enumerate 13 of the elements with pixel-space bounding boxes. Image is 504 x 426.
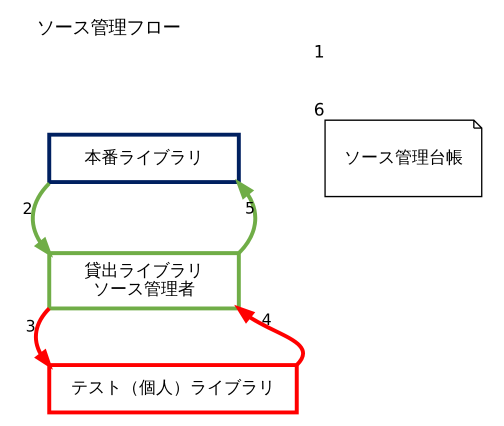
arrow [234, 304, 305, 366]
node-box: 貸出ライブラリ ソース管理者 [47, 251, 241, 310]
node-box: 本番ライブラリ [47, 132, 241, 184]
arrow [235, 178, 258, 254]
arrow [30, 182, 54, 258]
node-box: テスト（個人）ライブラリ [47, 363, 299, 414]
arrow [34, 307, 53, 370]
edge-label: 3 [26, 316, 36, 336]
edge-label: 4 [262, 310, 272, 329]
edge-label: 2 [22, 198, 33, 218]
node-label: 6 [314, 100, 325, 120]
diagram-title: ソース管理フロー [36, 18, 180, 39]
node-label: 1 [314, 42, 325, 63]
